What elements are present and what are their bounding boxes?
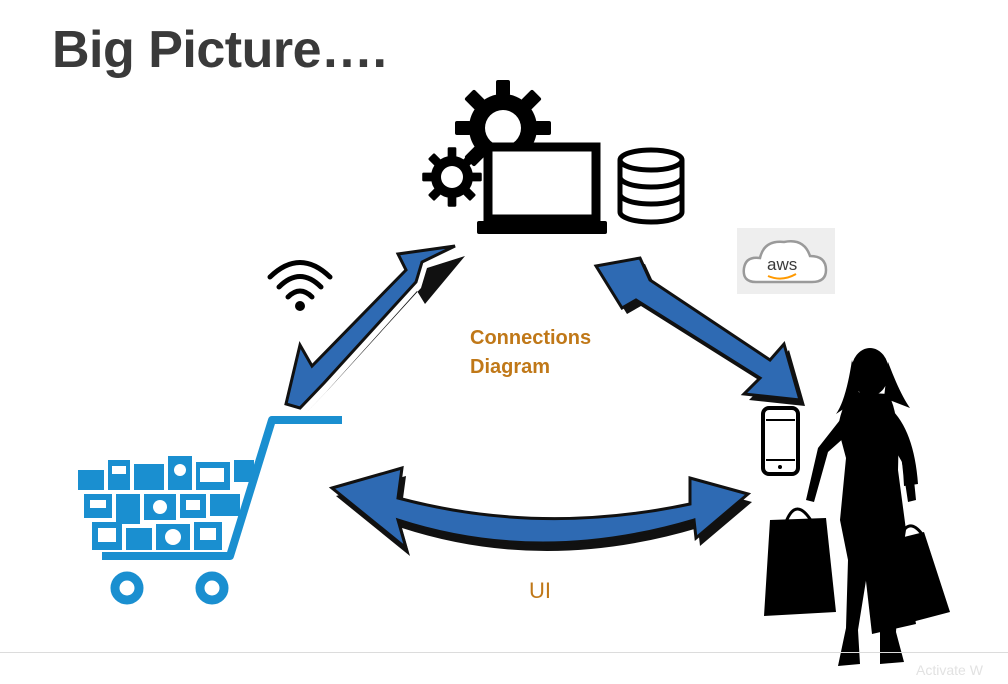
arrow-server-cart	[284, 244, 465, 414]
activation-watermark: Activate W	[916, 662, 983, 678]
center-label-line1: Connections	[470, 327, 592, 349]
aws-cloud-icon: aws	[737, 228, 835, 294]
aws-logo-text: aws	[767, 255, 797, 274]
gear-icon	[422, 147, 482, 207]
server-node	[422, 80, 685, 234]
ui-label: UI	[529, 578, 551, 603]
database-icon	[617, 147, 685, 225]
laptop-icon	[477, 142, 607, 234]
slide-title: Big Picture….	[52, 21, 387, 79]
gear-icon	[455, 80, 551, 176]
mobile-phone-icon	[761, 406, 800, 476]
shopper-silhouette-icon	[764, 348, 950, 666]
wifi-icon	[267, 260, 333, 311]
connections-diagram-label: Connections Diagram	[470, 324, 591, 382]
arrow-server-shopper	[593, 256, 805, 406]
shopping-cart-appliances-icon	[78, 416, 342, 605]
footer-divider	[0, 652, 1008, 653]
arrow-cart-shopper	[328, 465, 752, 556]
center-label-line2: Diagram	[470, 356, 551, 378]
